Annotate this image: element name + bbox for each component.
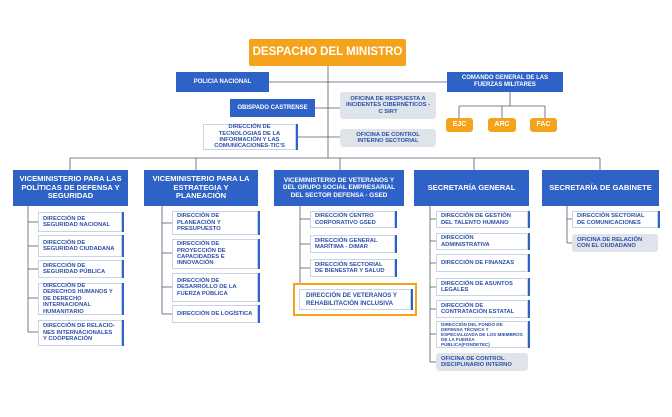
item-label: DIRECCIÓN SECTORIAL DE BIENESTAR Y SALUD — [315, 261, 385, 274]
header-viceministerio-estrategia: VICEMINISTERIO PARA LA ESTRATEGIA Y PLAN… — [144, 170, 258, 206]
item-label: DIRECCIÓN DE SEGURIDAD PÚBLICA — [43, 262, 106, 275]
control-box: OFICINA DE CONTROL INTERNO SECTORIAL — [340, 129, 436, 147]
list-item: DIRECCIÓN DE SEGURIDAD NACIONAL — [38, 212, 122, 232]
force-arc: ARC — [488, 118, 516, 132]
item-label: DIRECCIÓN ADMINISTRATIVA — [441, 235, 490, 248]
list-item: DIRECCIÓN DE FINANZAS — [436, 254, 528, 272]
item-label: DIRECCIÓN DE FINANZAS — [441, 259, 515, 266]
policia-box: POLICIA NACIONAL — [176, 72, 269, 92]
office-label: OFICINA DE RELACIÓN CON EL CIUDADANO — [577, 236, 643, 249]
header-label: SECRETARÍA GENERAL — [427, 182, 516, 192]
item-label: DIRECCIÓN DE RELACIO-NES INTERNACIONALES… — [43, 323, 115, 343]
force-fac-label: FAC — [536, 121, 551, 129]
obispado-box: OBISPADO CASTRENSE — [230, 99, 315, 117]
list-item: DIRECCIÓN DE CONTRATACIÓN ESTATAL — [436, 300, 528, 318]
item-label: DIRECCIÓN DE SEGURIDAD NACIONAL — [43, 215, 110, 228]
tic-box: DIRECCIÓN DE TECNOLOGIAS DE LA INFORMACI… — [203, 124, 296, 150]
list-item: DIRECCIÓN DEL FONDO DE DEFENSA TÉCNICA Y… — [436, 321, 528, 348]
list-item: DIRECCIÓN DE DESARROLLO DE LA FUERZA PÚB… — [172, 273, 258, 302]
obispado-label: OBISPADO CASTRENSE — [237, 104, 308, 111]
comando-box: COMANDO GENERAL DE LAS FUERZAS MILITARES — [447, 72, 563, 92]
item-label: DIRECCIÓN DEL FONDO DE DEFENSA TÉCNICA Y… — [441, 321, 523, 348]
item-label: DIRECCIÓN DE DERECHOS HUMANOS Y DE DEREC… — [43, 282, 113, 315]
highlighted-direction-label: DIRECCIÓN DE VETERANOS Y REHABILITACIÓN … — [299, 289, 411, 310]
item-label: DIRECCIÓN DE LOGÍSTICA — [177, 310, 253, 317]
header-label: SECRETARÍA DE GABINETE — [549, 182, 652, 192]
list-item: DIRECCIÓN DE PROYECCIÓN DE CAPACIDADES E… — [172, 239, 258, 269]
list-item: DIRECCIÓN DE GESTIÓN DEL TALENTO HUMANO — [436, 211, 528, 228]
list-item: DIRECCIÓN DE DERECHOS HUMANOS Y DE DEREC… — [38, 283, 122, 315]
force-arc-label: ARC — [494, 121, 510, 129]
item-label: DIRECCIÓN DE PROYECCIÓN DE CAPACIDADES E… — [177, 241, 226, 267]
item-label: DIRECCIÓN DE ASUNTOS LEGALES — [441, 280, 513, 293]
office-ciudadano: OFICINA DE RELACIÓN CON EL CIUDADANO — [572, 234, 658, 252]
control-label: OFICINA DE CONTROL INTERNO SECTORIAL — [356, 131, 420, 144]
header-secretaria-general: SECRETARÍA GENERAL — [414, 170, 529, 206]
item-label: DIRECCIÓN DE DESARROLLO DE LA FUERZA PÚB… — [177, 277, 237, 297]
highlighted-direction-box: DIRECCIÓN DE VETERANOS Y REHABILITACIÓN … — [293, 283, 417, 316]
list-item: DIRECCIÓN ADMINISTRATIVA — [436, 233, 528, 250]
list-item: DIRECCIÓN DE PLANEACIÓN Y PRESUPUESTO — [172, 211, 258, 235]
comando-label: COMANDO GENERAL DE LAS FUERZAS MILITARES — [461, 75, 549, 88]
list-item: DIRECCIÓN SECTORIAL DE BIENESTAR Y SALUD — [310, 259, 395, 277]
header-label: VICEMINISTERIO DE VETERANOS Y DEL GRUPO … — [283, 176, 395, 199]
list-item: DIRECCIÓN DE SEGURIDAD CIUDADANA — [38, 235, 122, 257]
list-item: DIRECCIÓN DE ASUNTOS LEGALES — [436, 278, 528, 296]
item-label: DIRECCIÓN DE GESTIÓN DEL TALENTO HUMANO — [441, 213, 511, 226]
ciber-label: OFICINA DE RESPUESTA A INCIDENTES CIBERN… — [345, 95, 431, 115]
office-disciplinario: OFICINA DE CONTROL DISCIPLINARIO INTERNO — [436, 353, 528, 371]
item-label: DIRECCIÓN CENTRO CORPORATIVO GSED — [315, 213, 376, 226]
force-fac: FAC — [530, 118, 557, 132]
header-label: VICEMINISTERIO PARA LA ESTRATEGIA Y PLAN… — [152, 173, 250, 201]
list-item: DIRECCIÓN CENTRO CORPORATIVO GSED — [310, 211, 395, 228]
header-secretaria-gabinete: SECRETARÍA DE GABINETE — [542, 170, 659, 206]
header-label: VICEMINISTERIO PARA LAS POLÍTICAS DE DEF… — [19, 173, 122, 201]
ciber-box: OFICINA DE RESPUESTA A INCIDENTES CIBERN… — [340, 92, 436, 119]
force-ejc-label: EJC — [452, 121, 467, 129]
office-label: OFICINA DE CONTROL DISCIPLINARIO INTERNO — [441, 355, 512, 368]
list-item: DIRECCIÓN GENERAL MARÍTIMA - DIMAR — [310, 235, 395, 253]
item-label: DIRECCIÓN DE PLANEACIÓN Y PRESUPUESTO — [177, 213, 221, 233]
force-ejc: EJC — [446, 118, 473, 132]
despacho-box: DESPACHO DEL MINISTRO — [249, 39, 406, 66]
header-viceministerio-veteranos: VICEMINISTERIO DE VETERANOS Y DEL GRUPO … — [274, 170, 404, 206]
item-label: DIRECCIÓN GENERAL MARÍTIMA - DIMAR — [315, 237, 378, 250]
list-item: DIRECCIÓN DE SEGURIDAD PÚBLICA — [38, 260, 122, 278]
list-item: DIRECCIÓN DE LOGÍSTICA — [172, 305, 258, 323]
policia-label: POLICIA NACIONAL — [193, 78, 252, 85]
despacho-label: DESPACHO DEL MINISTRO — [252, 46, 403, 59]
item-label: DIRECCIÓN SECTORIAL DE COMUNICACIONES — [577, 213, 645, 226]
list-item: DIRECCIÓN SECTORIAL DE COMUNICACIONES — [572, 211, 658, 228]
list-item: DIRECCIÓN DE RELACIO-NES INTERNACIONALES… — [38, 320, 122, 346]
header-viceministerio-politicas: VICEMINISTERIO PARA LAS POLÍTICAS DE DEF… — [13, 170, 128, 206]
item-label: DIRECCIÓN DE CONTRATACIÓN ESTATAL — [441, 302, 515, 315]
item-label: DIRECCIÓN DE SEGURIDAD CIUDADANA — [43, 239, 115, 252]
tic-label: DIRECCIÓN DE TECNOLOGIAS DE LA INFORMACI… — [214, 124, 285, 150]
